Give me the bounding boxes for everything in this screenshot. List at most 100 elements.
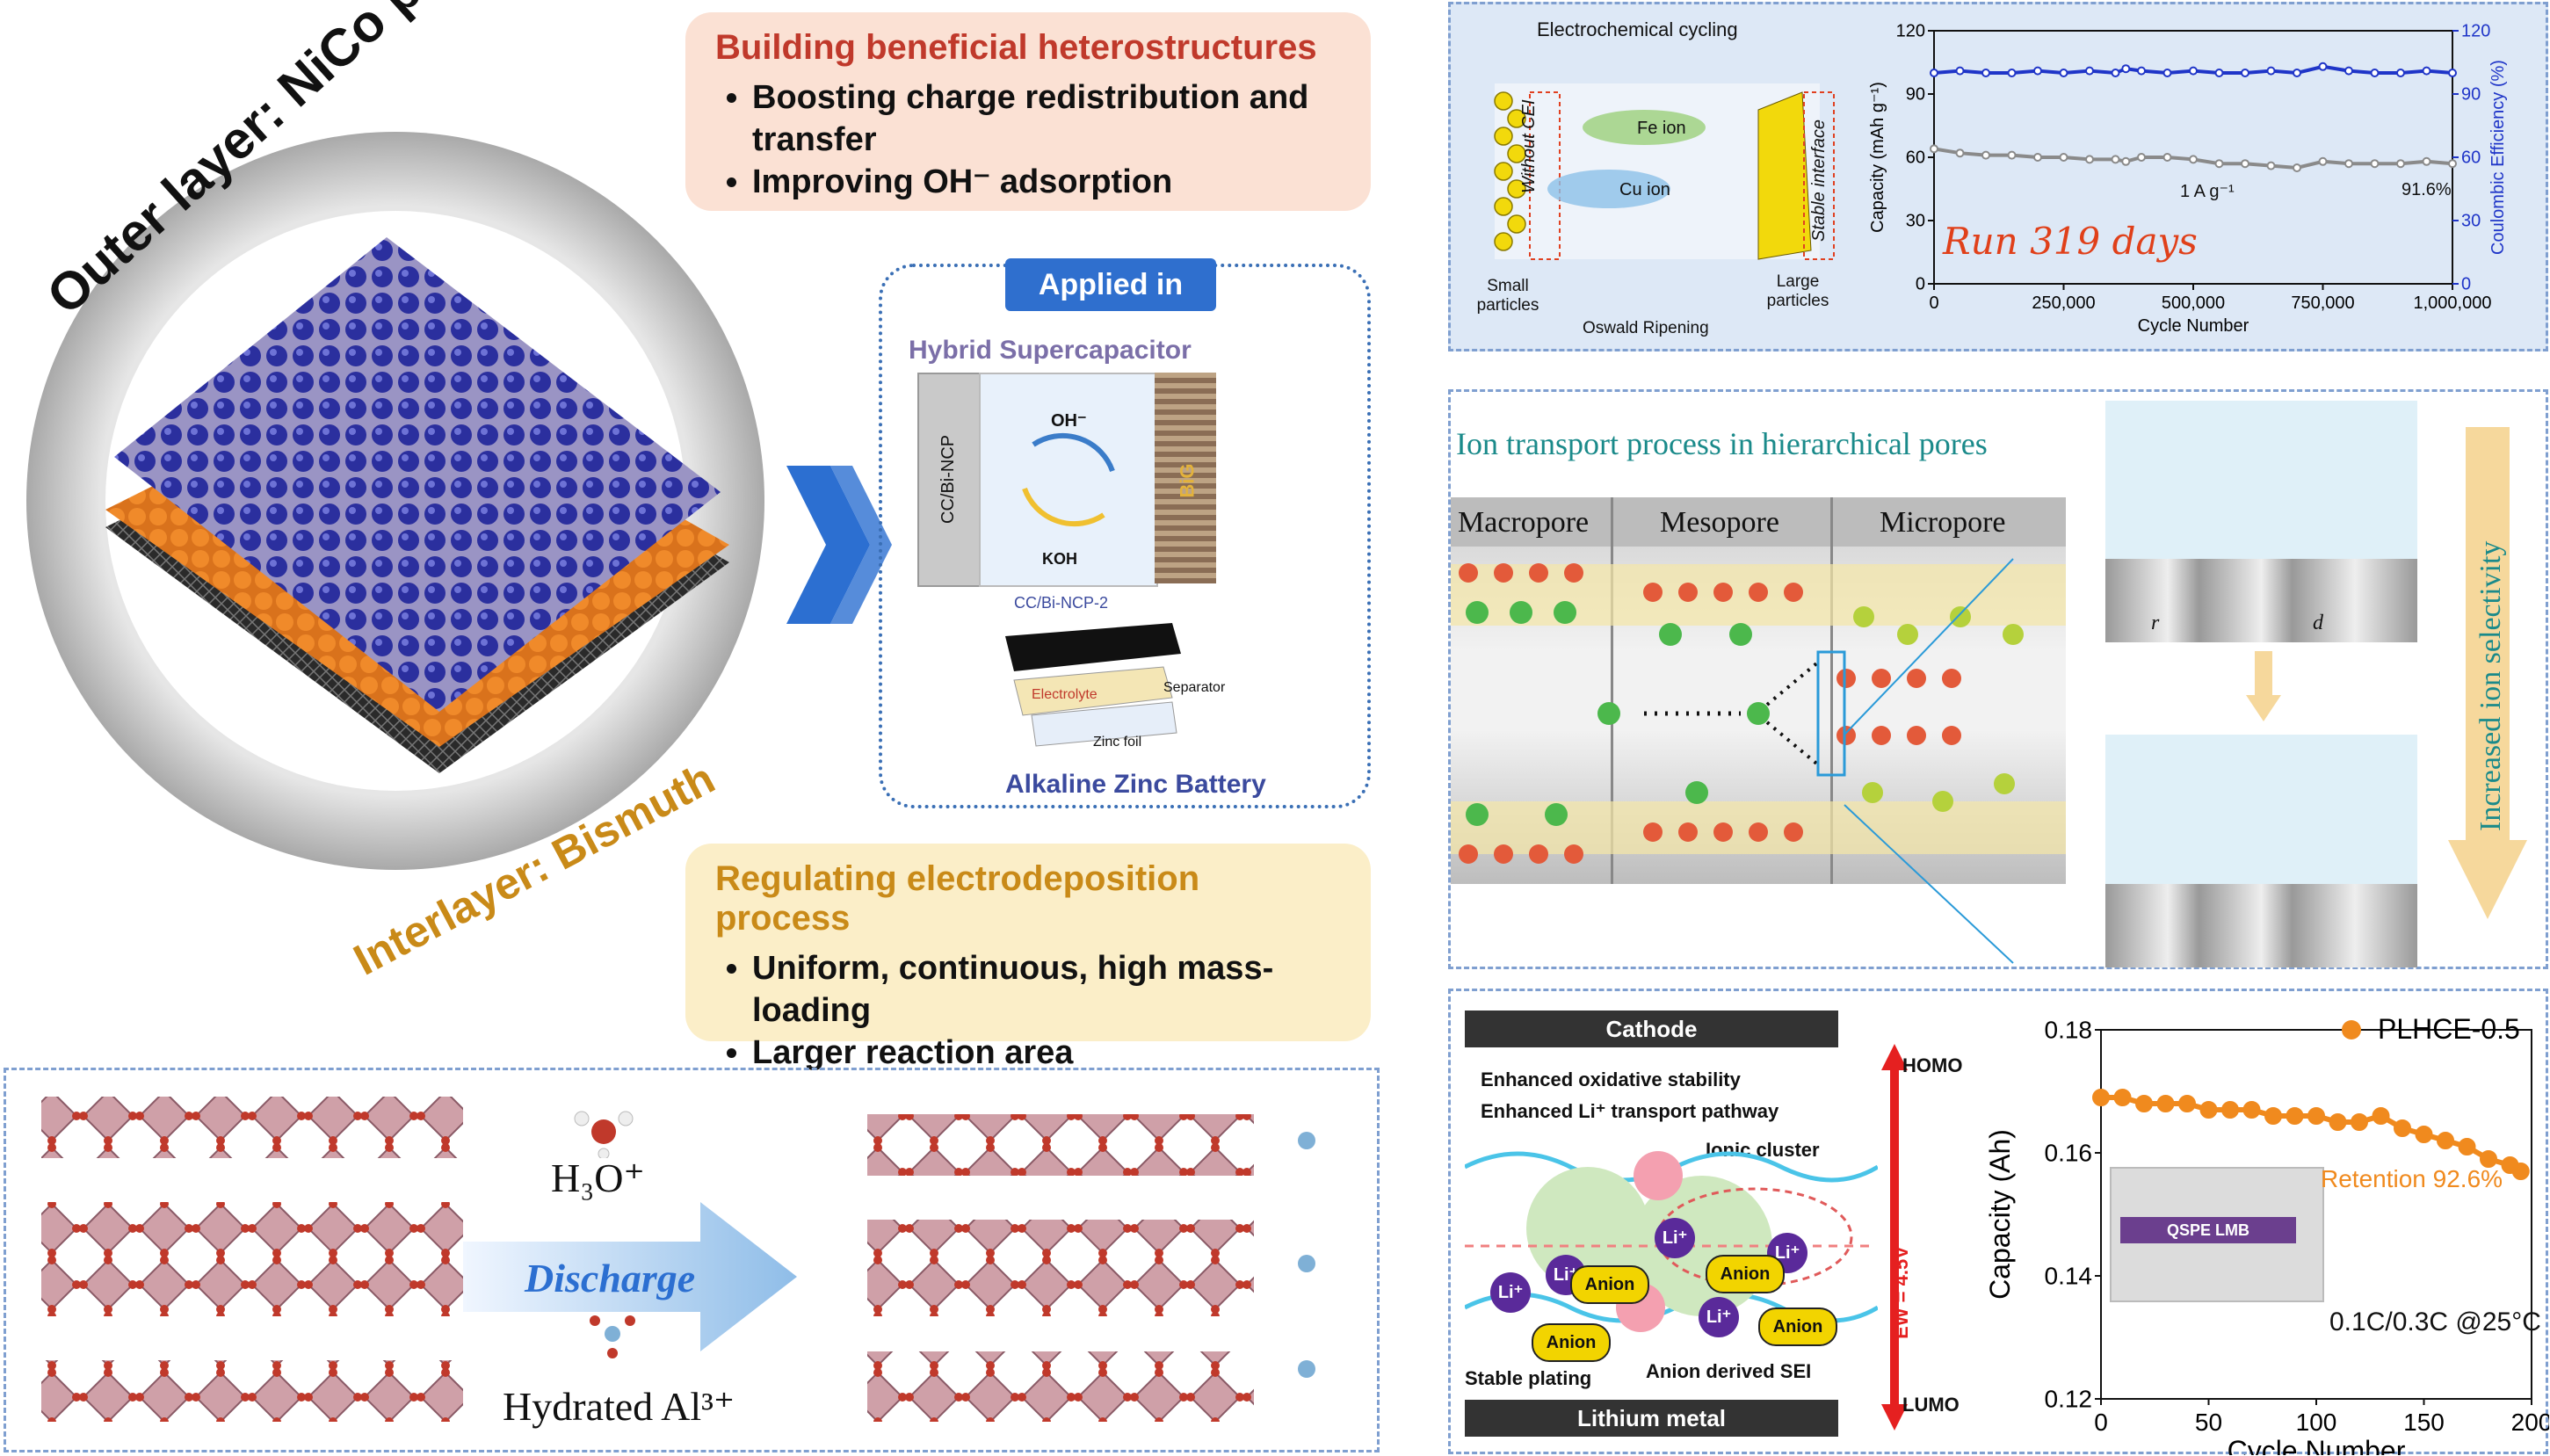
x-axis-label: Cycle Number [2138, 316, 2249, 336]
discharge-label: Discharge [525, 1256, 696, 1300]
data-point [2422, 156, 2431, 166]
data-point [1930, 144, 1938, 154]
pore-top-view: r d [2105, 401, 2417, 642]
h3o-label: H₃O⁺ [551, 1155, 645, 1200]
without-cei-label: Without CEI [1519, 99, 1539, 193]
zinc-foil-label: Zinc foil [1093, 735, 1142, 750]
anion-badge: Anion [1706, 1255, 1785, 1293]
data-point [2480, 1150, 2497, 1168]
y-tick-label: 0 [1916, 275, 1925, 294]
retention-label: 91.6% [2401, 180, 2452, 199]
alkaline-zinc-battery-label: Alkaline Zinc Battery [1005, 770, 1266, 799]
callout-electrodeposition: Regulating electrodeposition process Uni… [685, 844, 1371, 1071]
series-line [1933, 147, 2453, 170]
x-tick-label: 150 [2403, 1409, 2445, 1436]
callout-bullet: Larger reaction area [752, 1032, 1341, 1074]
y-tick-label: 0.18 [2045, 1016, 2093, 1043]
anion-badge: Anion [1758, 1308, 1837, 1346]
y-tick-label: 120 [1896, 22, 1925, 41]
data-point [2437, 1132, 2454, 1149]
data-point [2214, 159, 2224, 169]
data-point [2344, 159, 2353, 169]
schematic-title: Electrochemical cycling [1537, 18, 1738, 40]
pore-top-view-bottom [2105, 735, 2417, 967]
selectivity-label: Increased ion selectivity [2474, 540, 2507, 831]
region-mesopore: Mesopore [1660, 506, 1779, 539]
stable-interface-label: Stable interface [1809, 120, 1829, 242]
data-point [2266, 66, 2276, 76]
x-tick-label: 50 [2195, 1409, 2222, 1436]
y2-tick-label: 30 [2461, 212, 2481, 231]
data-point [2111, 155, 2120, 164]
data-point [2307, 1107, 2325, 1125]
pore-channel: Macropore Mesopore Micropore [1451, 497, 2066, 884]
hydrated-al-label: Hydrated Al³⁺ [503, 1384, 735, 1429]
legend-marker [2342, 1020, 2361, 1039]
data-point [2059, 69, 2068, 77]
panel-a: Outer layer: NiCo phosphide Interlayer: … [0, 0, 1371, 1071]
data-point [2293, 69, 2301, 77]
data-point [2178, 1095, 2196, 1112]
d-label: d [2313, 612, 2323, 634]
y2-tick-label: 60 [2461, 148, 2481, 168]
y-tick-label: 0.14 [2045, 1262, 2093, 1289]
rate-annotation: 0.1C/0.3C @25°C [2329, 1308, 2541, 1336]
anion-sei-label: Anion derived SEI [1646, 1360, 1812, 1382]
anion-badge: Anion [1570, 1265, 1649, 1304]
data-point [2007, 69, 2017, 77]
feature-line-1: Enhanced oxidative stability [1481, 1068, 1741, 1090]
data-point [2396, 69, 2405, 77]
data-point [2092, 1089, 2110, 1106]
cu-ion-label: Cu ion [1619, 180, 1670, 199]
data-point [2221, 1101, 2239, 1119]
stable-plating-label: Stable plating [1465, 1367, 1592, 1389]
region-divider [1830, 497, 1833, 884]
data-point [2242, 1101, 2261, 1119]
data-point [2344, 66, 2353, 76]
homo-label: HOMO [1902, 1054, 1963, 1076]
x-tick-label: 250,000 [2032, 293, 2095, 313]
data-point [2162, 69, 2172, 77]
hydrated-al-icon [590, 1315, 635, 1358]
region-micropore: Micropore [1880, 506, 2006, 539]
y-tick-label: 60 [1906, 148, 1925, 168]
electrolyte-label: Electrolyte [1032, 687, 1098, 702]
x-tick-label: 0 [1929, 293, 1938, 313]
oh-label: OH⁻ [1051, 411, 1087, 431]
hybrid-supercapacitor-label: Hybrid Supercapacitor [909, 336, 1192, 365]
large-particles-label: Large particles [1766, 272, 1829, 310]
callout-bullet: Uniform, continuous, high mass-loading [752, 947, 1341, 1032]
separator-label: Separator [1163, 680, 1226, 695]
data-point [1981, 150, 1990, 160]
data-point [2189, 155, 2198, 164]
data-point [2370, 159, 2380, 169]
panel-d-title: Ion transport process in hierarchical po… [1456, 426, 1988, 461]
data-point [2329, 1113, 2347, 1131]
r-label: r [2151, 612, 2160, 634]
applied-in-badge: Applied in [1005, 258, 1216, 311]
x-tick-label: 1,000,000 [2414, 293, 2492, 313]
panel-e: Cathode Enhanced oxidative stability Enh… [1448, 989, 2549, 1455]
panel-c: Electrochemical cycling Without CEI Stab… [1448, 2, 2548, 351]
data-point [2264, 1107, 2282, 1125]
data-point [2241, 159, 2249, 169]
pore-header [1451, 497, 2066, 547]
data-point [1981, 69, 1990, 77]
y2-tick-label: 120 [2461, 22, 2490, 41]
data-point [2085, 155, 2094, 164]
data-point [2448, 159, 2457, 169]
data-point [2448, 69, 2457, 77]
region-divider [1611, 497, 1613, 884]
data-point [2121, 64, 2131, 74]
data-point [2415, 1126, 2433, 1143]
data-point [2241, 69, 2249, 77]
lumo-label: LUMO [1902, 1394, 1960, 1416]
li-ion-badge: Li⁺ [1767, 1233, 1807, 1273]
callout-heterostructures: Building beneficial heterostructures Boo… [685, 12, 1371, 211]
data-point [2286, 1107, 2304, 1125]
y2-tick-label: 0 [2461, 275, 2471, 294]
x-axis-label: Cycle Number [2228, 1435, 2406, 1455]
lithium-metal-bar: Lithium metal [1465, 1400, 1838, 1437]
anion-badge: Anion [1532, 1323, 1611, 1362]
electrode-left-label: CC/Bi-NCP [938, 434, 958, 524]
